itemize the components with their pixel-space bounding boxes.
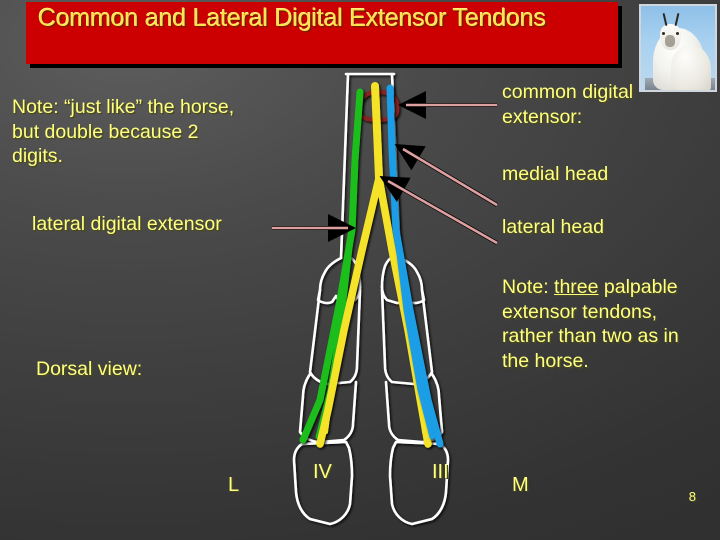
- label-lateral-digital-extensor: lateral digital extensor: [32, 213, 222, 235]
- goat-muzzle: [665, 35, 675, 47]
- goat-eye-right: [676, 32, 679, 35]
- label-medial-head: medial head: [502, 163, 609, 185]
- label-lateral-side: L: [228, 474, 240, 496]
- label-common-digital-extensor: common digital extensor:: [502, 81, 634, 128]
- goat-horn-right: [674, 12, 680, 27]
- label-digit-four: IV: [313, 461, 332, 483]
- tendon-common-digital-extensor-lateral-head: [386, 84, 444, 448]
- note-right-rest: palpable extensor tendons, rather than t…: [502, 276, 679, 372]
- mountain-goat-photo: [639, 4, 717, 92]
- label-dorsal-view: Dorsal view:: [36, 358, 143, 380]
- label-medial-side: M: [512, 474, 529, 496]
- page-title: Common and Lateral Digital Extensor Tend…: [38, 4, 546, 32]
- note-right-emphasis: three: [554, 276, 599, 298]
- note-right-text: Note: three palpable extensor tendons, r…: [502, 275, 688, 373]
- label-lateral-head: lateral head: [502, 216, 604, 238]
- extensor-retinaculum-loop: [357, 89, 400, 123]
- page-number: 8: [688, 489, 696, 504]
- note-right-prefix: Note:: [502, 276, 555, 298]
- note-left-text: Note: “just like” the horse, but double …: [12, 96, 235, 167]
- goat-hindquarters: [671, 46, 711, 90]
- bone-outlines: [292, 72, 450, 526]
- goat-eye-left: [662, 32, 665, 35]
- title-banner: Common and Lateral Digital Extensor Tend…: [26, 2, 618, 64]
- label-digit-three: III: [432, 461, 449, 483]
- callout-arrows: [272, 91, 499, 245]
- goat-horn-left: [662, 12, 668, 27]
